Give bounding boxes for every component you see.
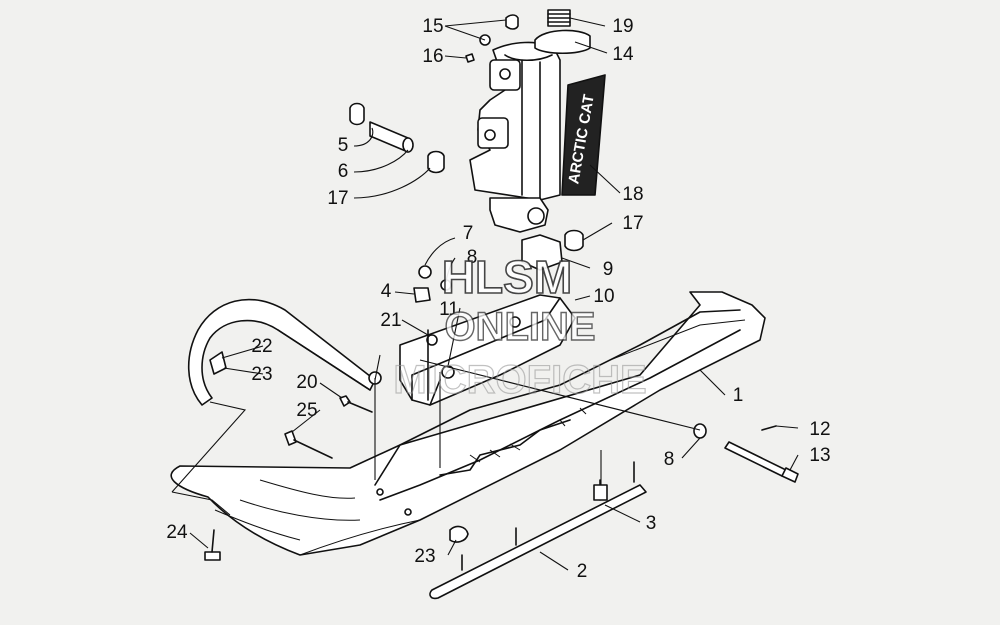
callout-17a: 17 [327, 188, 348, 209]
watermark: HLSM ONLINE MICROFICHE [393, 250, 648, 402]
ski-handle [187, 298, 382, 406]
callout-9: 9 [603, 259, 614, 280]
spindle: ARCTIC CAT [469, 9, 606, 233]
callout-labels: 1 2 3 4 5 6 7 8 8 9 10 11 12 13 14 15 16… [166, 16, 830, 582]
callout-19: 19 [612, 16, 633, 37]
callout-17b: 17 [622, 213, 643, 234]
callout-25: 25 [296, 400, 317, 421]
callout-18: 18 [622, 184, 643, 205]
callout-21: 21 [380, 310, 401, 331]
callout-5: 5 [338, 135, 349, 156]
callout-leaders [189, 17, 799, 571]
leader-lines [171, 354, 701, 516]
wear-bar [429, 461, 647, 600]
callout-23a: 23 [251, 364, 272, 385]
watermark-line2: ONLINE [444, 305, 595, 349]
callout-15: 15 [422, 16, 443, 37]
watermark-line3: MICROFICHE [393, 358, 646, 402]
callout-8a: 8 [467, 247, 478, 268]
callout-11: 11 [439, 299, 459, 320]
callout-6: 6 [338, 161, 349, 182]
ski [170, 291, 766, 556]
watermark-line1: HLSM [442, 251, 572, 303]
callout-22: 22 [251, 336, 272, 357]
callout-1: 1 [733, 385, 744, 406]
callout-7: 7 [463, 223, 474, 244]
callout-2: 2 [577, 561, 588, 582]
callout-13: 13 [809, 445, 830, 466]
callout-16: 16 [422, 46, 443, 67]
callout-10: 10 [593, 286, 614, 307]
callout-14: 14 [612, 44, 634, 65]
callout-23b: 23 [414, 546, 435, 567]
callout-8b: 8 [664, 449, 675, 470]
callout-4: 4 [381, 281, 392, 302]
callout-24: 24 [166, 522, 188, 543]
callout-12: 12 [809, 419, 830, 440]
callout-20: 20 [296, 372, 317, 393]
callout-3: 3 [646, 513, 657, 534]
